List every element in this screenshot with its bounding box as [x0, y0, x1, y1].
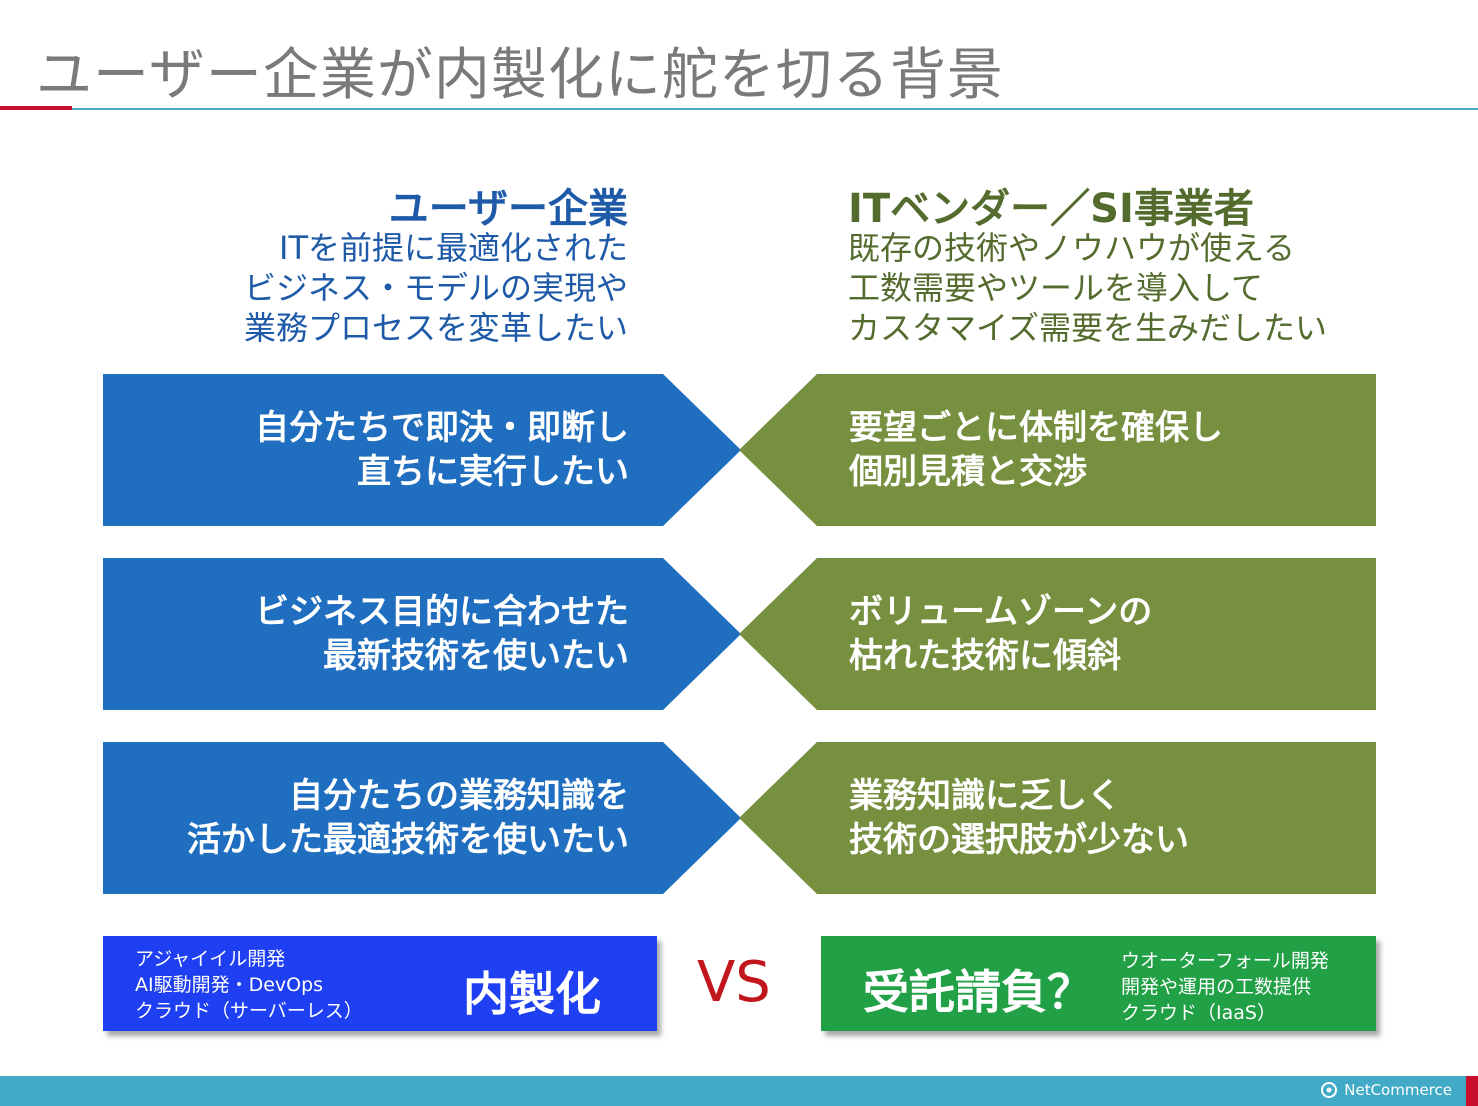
vendor-arrow-3-text: 業務知識に乏しく 技術の選択肢が少ない: [849, 776, 1189, 860]
user-company-heading: ユーザー企業: [388, 186, 628, 232]
vendor-arrow-2: ボリュームゾーンの 枯れた技術に傾斜: [739, 558, 1376, 710]
user-arrow-3: 自分たちの業務知識を 活かした最適技術を使いたい: [103, 742, 741, 894]
insourcing-label: 内製化: [463, 967, 601, 1021]
contracting-items: ウオーターフォール開発 開発や運用の工数提供 クラウド（IaaS）: [1121, 950, 1329, 1024]
user-arrow-2: ビジネス目的に合わせた 最新技術を使いたい: [103, 558, 741, 710]
user-arrow-1: 自分たちで即決・即断し 直ちに実行したい: [103, 374, 741, 526]
footer-brand: NetCommerce: [1320, 1081, 1452, 1099]
footer-accent: [1466, 1076, 1478, 1106]
user-arrow-1-text: 自分たちで即決・即断し 直ちに実行したい: [255, 408, 629, 492]
footer-bar: [0, 1076, 1466, 1106]
vendor-arrow-2-text: ボリュームゾーンの 枯れた技術に傾斜: [849, 592, 1153, 676]
vendor-arrow-1: 要望ごとに体制を確保し 個別見積と交渉: [739, 374, 1376, 526]
contracting-label: 受託請負？: [863, 965, 1093, 1019]
user-company-subtitle: ITを前提に最適化された ビジネス・モデルの実現や 業務プロセスを変革したい: [243, 229, 628, 347]
vs-label: VS: [697, 950, 771, 1015]
insourcing-box: アジャイイル開発 AI駆動開発・DevOps クラウド（サーバーレス） 内製化: [103, 936, 657, 1031]
title-rule: [72, 108, 1478, 110]
user-arrow-2-text: ビジネス目的に合わせた 最新技術を使いたい: [255, 592, 629, 676]
vendor-subtitle: 既存の技術やノウハウが使える 工数需要やツールを導入して カスタマイズ需要を生み…: [848, 229, 1328, 347]
user-arrow-3-text: 自分たちの業務知識を 活かした最適技術を使いたい: [187, 776, 629, 860]
vendor-arrow-1-text: 要望ごとに体制を確保し 個別見積と交渉: [849, 408, 1223, 492]
page-title: ユーザー企業が内製化に舵を切る背景: [36, 43, 1004, 108]
brand-name: NetCommerce: [1344, 1081, 1452, 1099]
contracting-box: 受託請負？ ウオーターフォール開発 開発や運用の工数提供 クラウド（IaaS）: [821, 936, 1376, 1031]
title-rule-accent: [0, 106, 72, 110]
netcommerce-logo-icon: [1321, 1082, 1338, 1098]
vendor-heading: ITベンダー／SI事業者: [848, 186, 1254, 232]
insourcing-items: アジャイイル開発 AI駆動開発・DevOps クラウド（サーバーレス）: [135, 948, 363, 1022]
vendor-arrow-3: 業務知識に乏しく 技術の選択肢が少ない: [739, 742, 1376, 894]
